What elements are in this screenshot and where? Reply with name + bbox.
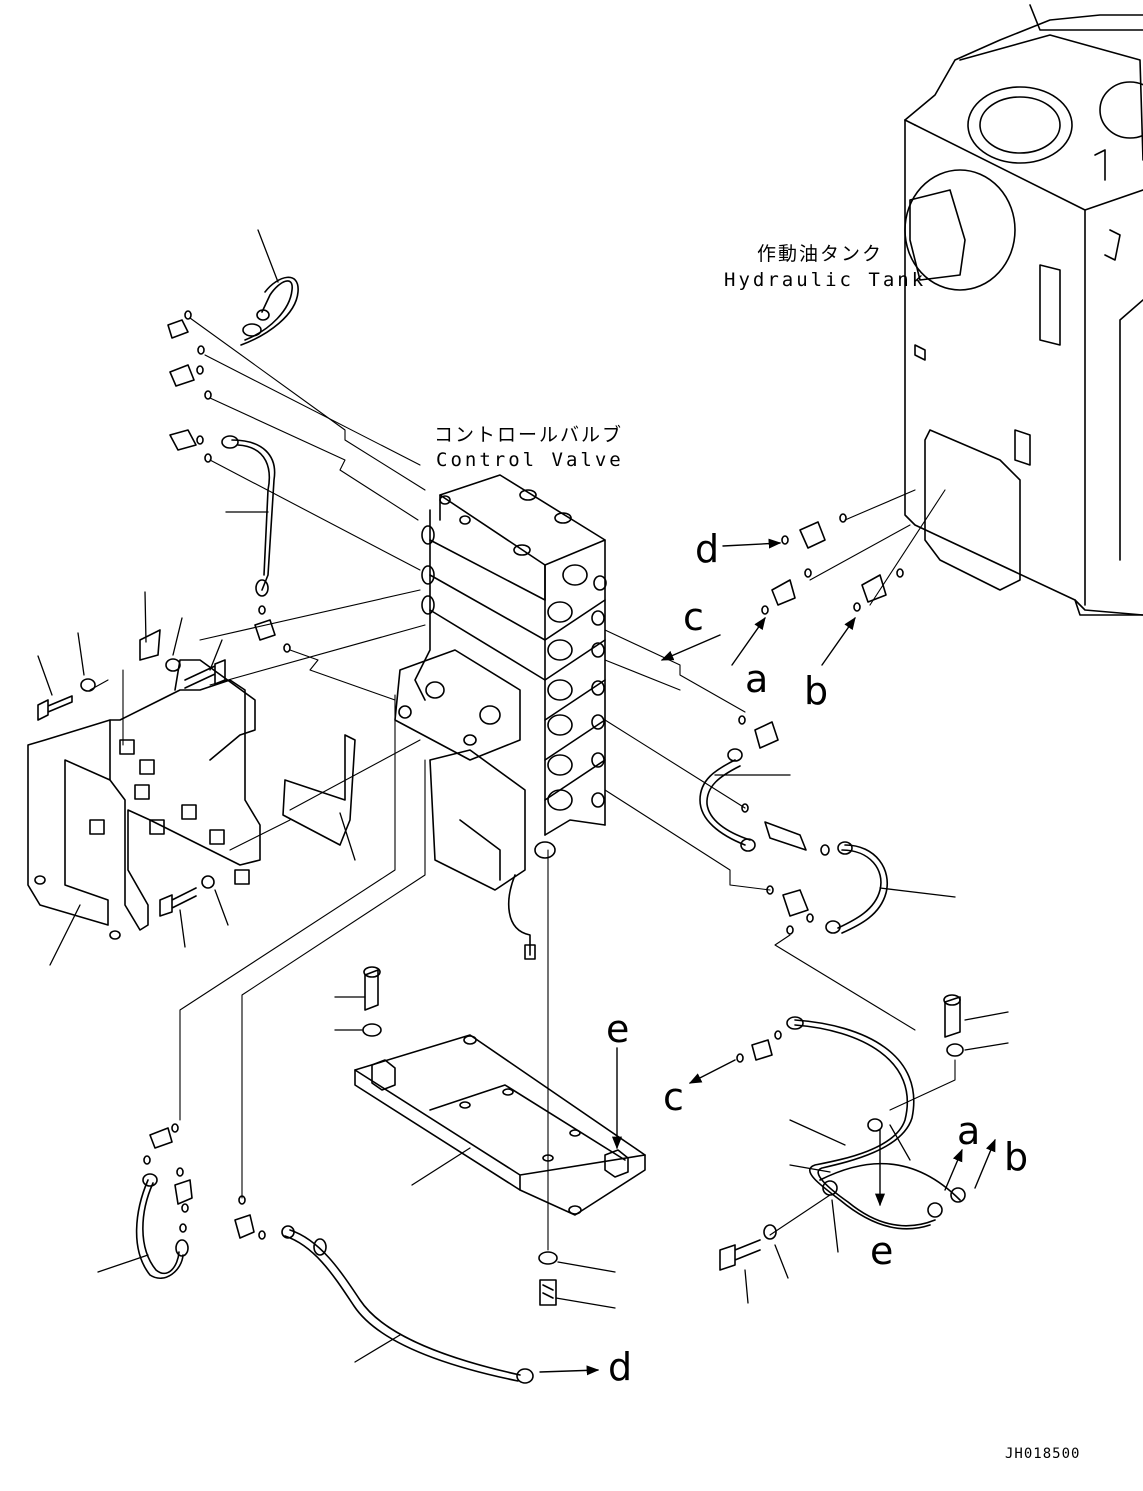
marker-c-valve: c — [683, 595, 704, 639]
hydraulic-tank — [905, 5, 1143, 615]
marker-a-hose: a — [957, 1109, 981, 1153]
marker-d-tank: d — [695, 527, 720, 571]
callout-leaders — [38, 230, 1008, 1362]
marker-e-hose: e — [870, 1229, 894, 1273]
marker-d-hose: d — [608, 1345, 633, 1389]
hose-left-vertical — [222, 436, 275, 596]
marker-b-hose: b — [1004, 1135, 1029, 1179]
leader-lines — [90, 318, 955, 1250]
marker-b-tank: b — [804, 669, 829, 713]
marker-e-plate: e — [606, 1007, 630, 1051]
fittings — [144, 311, 903, 1239]
valve-spools — [548, 565, 606, 810]
hose-bottom-left — [137, 1174, 188, 1278]
hose-bottom-center — [282, 1226, 533, 1383]
hydraulic-tank-label-jp: 作動油タンク — [757, 243, 884, 265]
marker-a-tank: a — [745, 657, 769, 701]
hose-right-middle — [700, 749, 755, 851]
connection-arrows — [540, 538, 995, 1376]
mounting-plate — [355, 1035, 645, 1215]
marker-c-hose: c — [663, 1075, 684, 1119]
hose-right-bottom-assembly — [787, 1017, 965, 1229]
control-valve-label-jp: コントロールバルブ — [434, 424, 624, 446]
bracket-bolts — [38, 630, 225, 916]
control-valve — [395, 475, 606, 959]
valve-bracket — [28, 660, 355, 939]
hose-right-lower — [826, 842, 887, 933]
hydraulic-tank-label-en: Hydraulic Tank — [724, 269, 927, 291]
right-bolts — [720, 995, 963, 1270]
plate-bolt-bottom — [539, 1252, 557, 1305]
plate-bolts-top — [363, 967, 381, 1036]
control-valve-label-en: Control Valve — [436, 449, 624, 471]
hose-top-left — [241, 277, 298, 345]
drawing-code: JH018500 — [1005, 1446, 1081, 1462]
